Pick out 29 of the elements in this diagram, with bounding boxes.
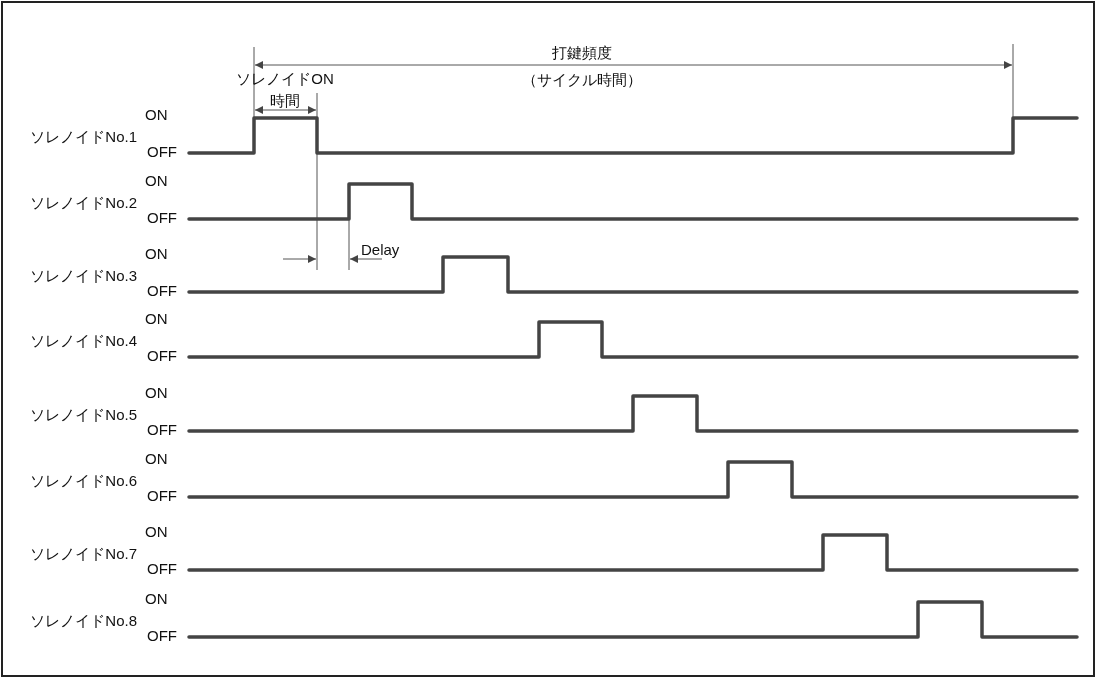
signal-name: ソレノイドNo.7	[30, 544, 137, 563]
level-label: ON	[145, 172, 168, 190]
signal-name: ソレノイドNo.2	[30, 193, 137, 212]
signal-name: ソレノイドNo.6	[30, 471, 137, 490]
level-label: ON	[145, 245, 168, 263]
signal-name: ソレノイドNo.3	[30, 266, 137, 285]
signal-name: ソレノイドNo.5	[30, 405, 137, 424]
dimension-label: （サイクル時間）	[522, 71, 642, 89]
level-label: ON	[145, 450, 168, 468]
level-label: OFF	[147, 143, 177, 161]
level-label: ON	[145, 384, 168, 402]
level-label: ON	[145, 106, 168, 124]
level-label: OFF	[147, 421, 177, 439]
level-label: OFF	[147, 560, 177, 578]
level-label: ON	[145, 523, 168, 541]
dimension-label: 打鍵頻度	[552, 44, 612, 62]
dimension-label: 時間	[270, 92, 300, 110]
signal-name: ソレノイドNo.1	[30, 127, 137, 146]
signal-name: ソレノイドNo.4	[30, 331, 137, 350]
level-label: OFF	[147, 487, 177, 505]
level-label: OFF	[147, 209, 177, 227]
level-label: OFF	[147, 347, 177, 365]
signal-name: ソレノイドNo.8	[30, 611, 137, 630]
level-label: ON	[145, 590, 168, 608]
level-label: OFF	[147, 627, 177, 645]
level-label: ON	[145, 310, 168, 328]
dimension-label: Delay	[361, 241, 400, 259]
level-label: OFF	[147, 282, 177, 300]
dimension-label: ソレノイドON	[236, 70, 334, 88]
